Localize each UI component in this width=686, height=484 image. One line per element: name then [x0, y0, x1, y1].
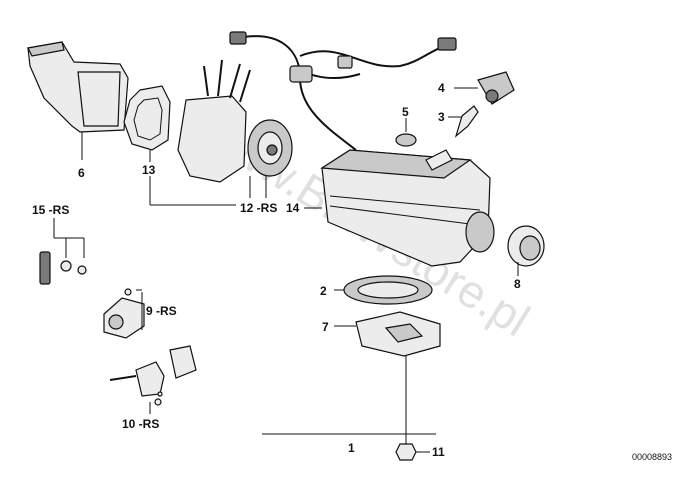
callout-2: 2 — [320, 284, 327, 298]
callout-12: 12 -RS — [240, 201, 277, 215]
exhaust-end-cap — [507, 225, 545, 276]
callout-13: 13 — [142, 163, 156, 177]
callout-3: 3 — [438, 110, 445, 124]
actuator-part — [103, 288, 145, 339]
ring-part — [334, 275, 433, 305]
gasket — [123, 85, 236, 206]
air-intake-duct — [27, 41, 129, 160]
wiring-harness — [229, 31, 457, 151]
callout-10: 10 -RS — [122, 417, 159, 431]
base-plate — [334, 311, 441, 357]
burner-fan-assembly — [177, 59, 293, 198]
callout-8: 8 — [514, 277, 521, 291]
callout-5: 5 — [402, 105, 409, 119]
callout-15: 15 -RS — [32, 203, 69, 217]
callout-4: 4 — [438, 81, 445, 95]
diagram-reference-code: 00008893 — [632, 452, 672, 462]
heater-body — [304, 149, 495, 267]
callout-6: 6 — [78, 166, 85, 180]
glow-plug-assembly — [448, 71, 515, 138]
callout-1: 1 — [348, 441, 355, 455]
cap-part — [395, 118, 417, 147]
nut-part — [395, 356, 430, 461]
bracket-set — [109, 345, 197, 414]
callout-7: 7 — [322, 320, 329, 334]
callout-14: 14 — [286, 201, 300, 215]
mounting-clip-set — [39, 218, 87, 285]
callout-9: 9 -RS — [146, 304, 177, 318]
callout-11: 11 — [432, 445, 445, 459]
